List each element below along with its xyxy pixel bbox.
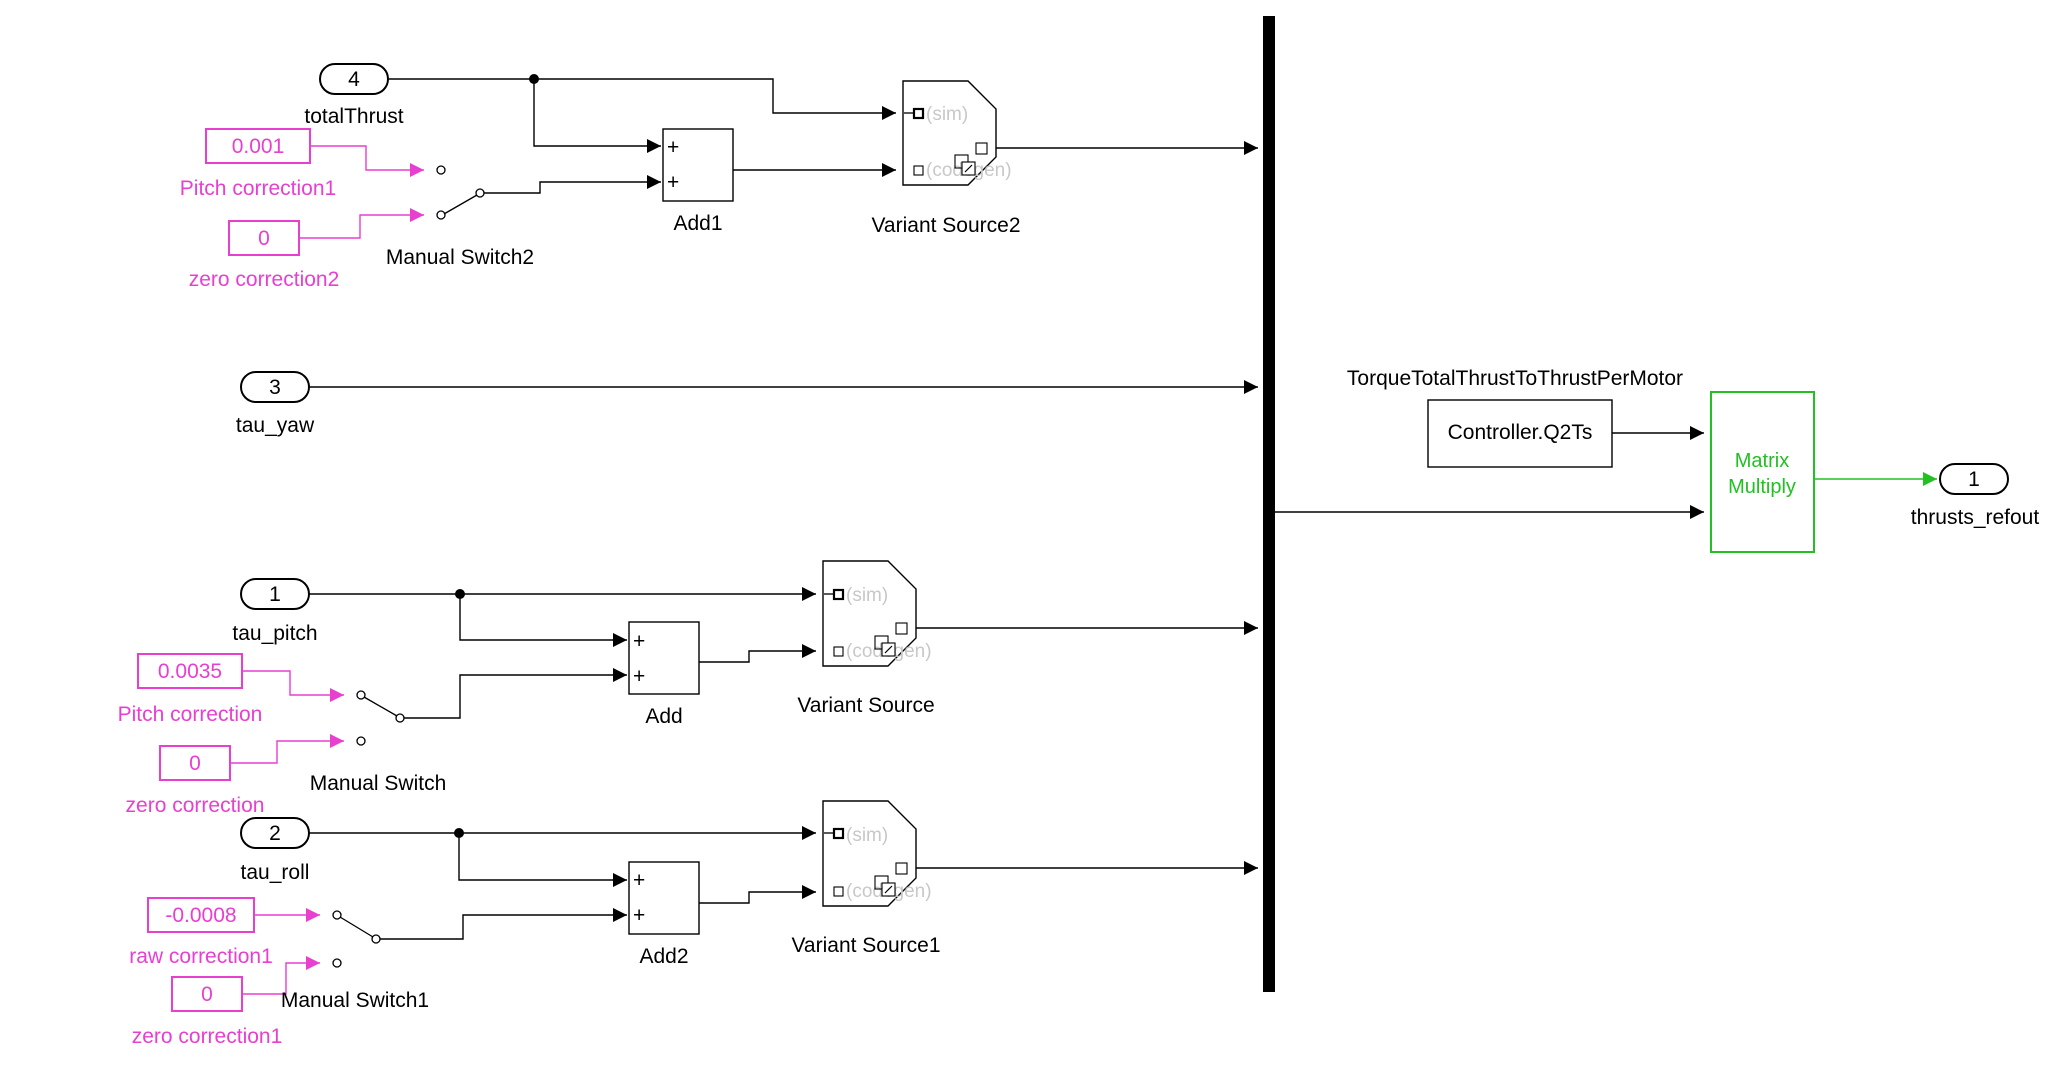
wire: [380, 908, 627, 940]
add-block[interactable]: + +: [628, 621, 700, 695]
variant-label: Variant Source2: [871, 214, 1020, 237]
add-sign: +: [633, 904, 645, 927]
constant-block[interactable]: 0.001: [205, 128, 311, 164]
constant-label: raw correction1: [129, 945, 273, 968]
wire: [242, 670, 344, 702]
inport-tau-pitch[interactable]: 1: [240, 578, 310, 610]
constant-block[interactable]: Controller.Q2Ts: [1427, 399, 1613, 468]
constant-value: 0.0035: [158, 660, 222, 683]
outport-thrusts-refout[interactable]: 1: [1939, 463, 2009, 495]
matrix-multiply-block[interactable]: Matrix Multiply: [1710, 391, 1815, 553]
add-block[interactable]: + +: [628, 861, 700, 935]
mux-bar[interactable]: [1263, 16, 1275, 992]
wire: [459, 594, 627, 647]
constant-block[interactable]: -0.0008: [147, 897, 255, 933]
add-label: Add2: [639, 945, 688, 968]
constant-value: 0: [201, 983, 213, 1006]
variant-source[interactable]: (sim) (codegen): [822, 800, 932, 907]
inport-number: 2: [269, 822, 281, 845]
constant-label: Pitch correction: [118, 703, 263, 726]
matrix-multiply-label: Multiply: [1728, 476, 1796, 498]
manual-switch[interactable]: [332, 910, 381, 968]
inport-number: 1: [269, 583, 281, 606]
wire: [388, 78, 896, 120]
wire: [699, 885, 816, 904]
wire: [230, 734, 344, 764]
inport-totalthrust[interactable]: 4: [319, 63, 389, 95]
outport-label: thrusts_refout: [1911, 506, 2040, 529]
constant-label: zero correction2: [189, 268, 340, 291]
wire: [484, 175, 661, 194]
inport-label: tau_yaw: [236, 414, 315, 437]
wire: [242, 956, 320, 995]
wire: [310, 145, 424, 177]
variant-source[interactable]: (sim) (codegen): [822, 560, 932, 667]
constant-label: Pitch correction1: [180, 177, 336, 200]
variant-label: Variant Source: [797, 694, 934, 717]
add-sign: +: [633, 665, 645, 688]
variant-port-label: (sim): [926, 104, 968, 125]
manual-switch[interactable]: [436, 165, 485, 220]
inport-label: tau_roll: [241, 861, 310, 884]
constant-value: 0.001: [232, 135, 285, 158]
add-sign: +: [633, 869, 645, 892]
matrix-multiply-label: Matrix: [1735, 450, 1789, 472]
constant-block[interactable]: 0: [171, 976, 243, 1012]
constant-label: zero correction1: [132, 1025, 283, 1048]
outport-number: 1: [1968, 468, 1980, 491]
add-sign: +: [633, 630, 645, 653]
switch-label: Manual Switch: [310, 772, 447, 795]
variant-port-label: (sim): [846, 825, 888, 846]
inport-tau-roll[interactable]: 2: [240, 817, 310, 849]
add-block[interactable]: + +: [662, 128, 734, 202]
constant-value: 0: [258, 227, 270, 250]
wire: [404, 668, 627, 719]
switch-label: Manual Switch1: [281, 989, 429, 1012]
constant-value: 0: [189, 752, 201, 775]
constant-value: -0.0008: [165, 904, 236, 927]
inport-label: totalThrust: [304, 105, 403, 128]
manual-switch[interactable]: [356, 690, 405, 746]
add-label: Add: [645, 705, 682, 728]
add-sign: +: [667, 171, 679, 194]
constant-label: zero correction: [126, 794, 265, 817]
switch-label: Manual Switch2: [386, 246, 534, 269]
add-label: Add1: [673, 212, 722, 235]
variant-label: Variant Source1: [791, 934, 940, 957]
wire: [458, 833, 627, 887]
wire: [533, 79, 661, 153]
constant-block[interactable]: 0: [228, 220, 300, 256]
constant-value: Controller.Q2Ts: [1448, 421, 1593, 444]
inport-tau-yaw[interactable]: 3: [240, 371, 310, 403]
variant-port-label: (sim): [846, 585, 888, 606]
add-sign: +: [667, 136, 679, 159]
wire: [299, 208, 424, 239]
variant-source[interactable]: (sim) (codegen): [902, 80, 1012, 186]
constant-block[interactable]: 0.0035: [137, 653, 243, 689]
inport-label: tau_pitch: [232, 622, 317, 645]
wire: [699, 644, 816, 663]
constant-label: TorqueTotalThrustToThrustPerMotor: [1347, 367, 1683, 390]
inport-number: 3: [269, 376, 281, 399]
inport-number: 4: [348, 68, 360, 91]
constant-block[interactable]: 0: [159, 745, 231, 781]
